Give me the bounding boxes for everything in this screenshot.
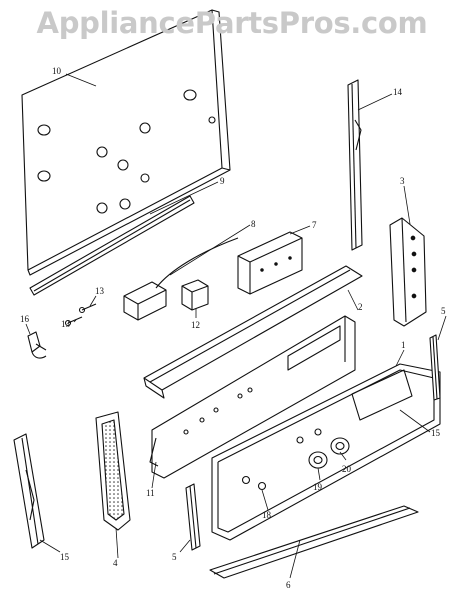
leader-lines bbox=[25, 73, 447, 579]
callout-2: 2 bbox=[358, 302, 363, 312]
part-13-screws bbox=[64, 303, 97, 327]
part-5-trim-right bbox=[429, 334, 441, 401]
callout-15: 15 bbox=[60, 552, 70, 562]
callout-7: 11 bbox=[146, 488, 155, 498]
part-7-control-panel bbox=[149, 315, 356, 479]
part-8-module bbox=[237, 231, 303, 295]
part-5-trim-center bbox=[185, 483, 201, 551]
watermark-logo: AppliancePartsPros.com bbox=[36, 6, 428, 40]
callout-10: 9 bbox=[220, 176, 225, 186]
callout-5-center: 5 bbox=[172, 552, 177, 562]
callout-14: 14 bbox=[393, 87, 403, 97]
callout-4: 4 bbox=[113, 558, 118, 568]
part-1-front-panel bbox=[211, 363, 441, 541]
callout-5-right: 5 bbox=[441, 306, 446, 316]
callout-20: 20 bbox=[342, 464, 352, 474]
callout-6: 6 bbox=[286, 580, 291, 590]
part-9-switch bbox=[123, 237, 239, 321]
part-14-vertical-strip bbox=[347, 79, 363, 251]
callout-17: 15 bbox=[431, 428, 441, 438]
callout-3: 3 bbox=[400, 176, 405, 186]
callout-19: 19 bbox=[313, 482, 323, 492]
part-4-grille bbox=[95, 411, 131, 531]
callout-11: 10 bbox=[52, 66, 62, 76]
callout-13-lower: 13 bbox=[61, 319, 71, 329]
part-12-block bbox=[181, 279, 209, 311]
part-2-upper-rail bbox=[143, 265, 363, 399]
callout-18: 18 bbox=[262, 510, 272, 520]
part-15-side-strip bbox=[13, 433, 45, 549]
callout-9: 8 bbox=[251, 219, 256, 229]
part-16-clip bbox=[27, 331, 47, 359]
part-6-bottom-trim bbox=[209, 505, 419, 579]
callout-16: 16 bbox=[20, 314, 30, 324]
callout-13-upper: 13 bbox=[95, 286, 105, 296]
callout-8: 7 bbox=[312, 220, 317, 230]
callout-labels: 10 9 8 7 14 3 5 2 13 13 16 12 1 15 20 19… bbox=[20, 66, 446, 590]
part-11-back-panel bbox=[21, 9, 231, 276]
callout-1: 1 bbox=[401, 340, 406, 350]
part-3-side-bracket bbox=[389, 217, 427, 327]
callout-12: 12 bbox=[191, 320, 200, 330]
part-10-trim-strip bbox=[29, 195, 195, 296]
